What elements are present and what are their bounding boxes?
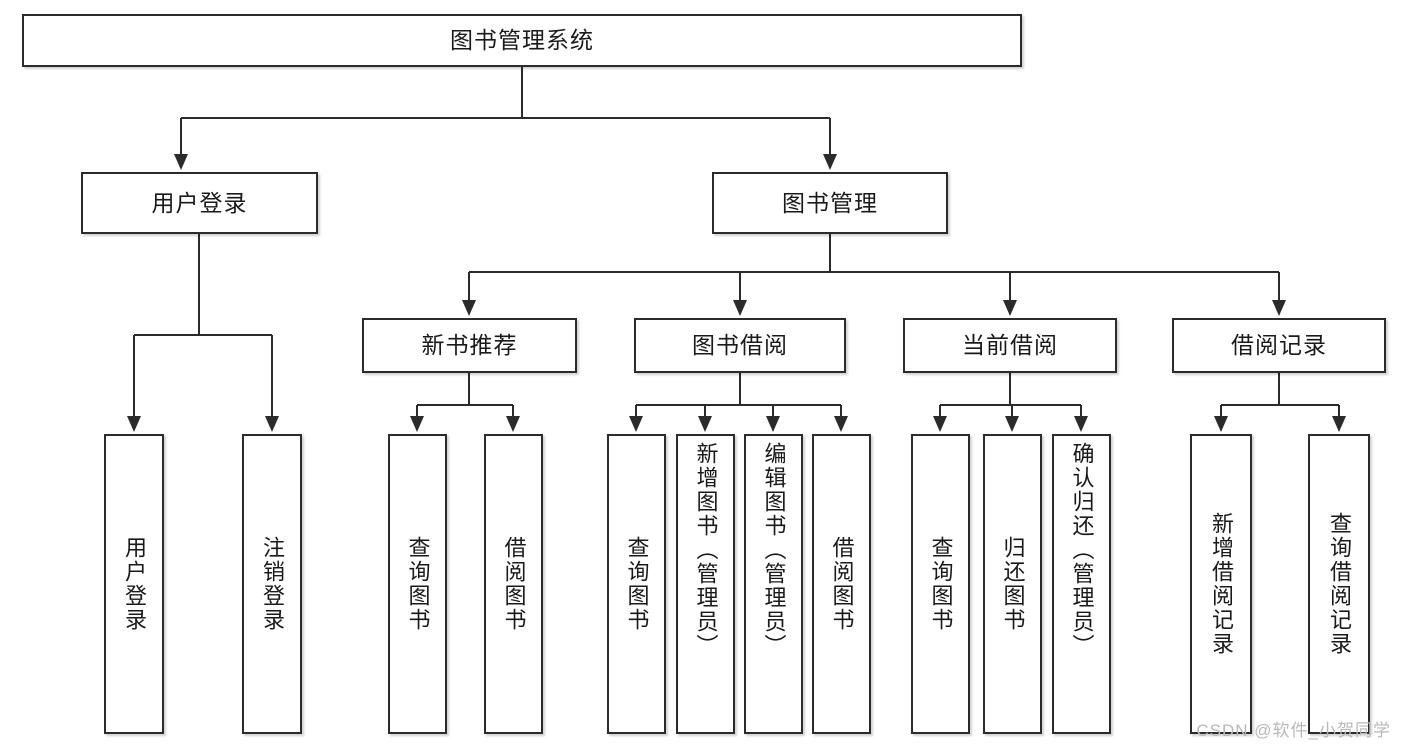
arrowhead [1074,416,1088,432]
arrowhead [174,154,188,170]
node-l2b: 图书借阅 [634,318,846,373]
node-label: 用户登录 [151,189,248,216]
node-leaf6: 新增图书（管理员） [676,434,735,734]
node-leaf7: 编辑图书（管理员） [744,434,803,734]
node-l2d: 借阅记录 [1172,318,1386,373]
arrowhead [1003,300,1017,316]
node-l1a: 用户登录 [81,172,318,234]
node-leaf13: 查询借阅记录 [1308,434,1370,734]
arrowhead [733,300,747,316]
node-label: 图书管理系统 [450,27,594,53]
node-label: 查询借阅记录 [1326,512,1352,656]
node-leaf11: 确认归还（管理员） [1052,434,1111,734]
node-label: 借阅图书 [829,536,855,632]
arrowhead [823,154,837,170]
node-leaf3: 查询图书 [388,434,447,734]
arrowhead [933,416,947,432]
node-l1b: 图书管理 [712,172,948,234]
node-label: 归还图书 [1000,536,1026,632]
node-leaf4: 借阅图书 [484,434,543,734]
arrowhead [506,416,520,432]
node-leaf9: 查询图书 [911,434,970,734]
arrowhead [766,416,780,432]
arrowhead [698,416,712,432]
arrowhead [834,416,848,432]
arrowhead [1332,416,1346,432]
node-label: 新书推荐 [421,332,518,358]
node-leaf8: 借阅图书 [812,434,871,734]
node-label: 图书借阅 [692,332,788,358]
arrowhead [1214,416,1228,432]
node-leaf10: 归还图书 [983,434,1042,734]
node-l2c: 当前借阅 [903,318,1117,373]
arrowhead [127,416,141,432]
arrowhead [410,416,424,432]
node-label: 确认归还（管理员） [1069,442,1095,658]
node-label: 新增借阅记录 [1208,512,1234,656]
node-leaf12: 新增借阅记录 [1190,434,1252,734]
node-label: 注销登录 [259,536,285,632]
node-label: 新增图书（管理员） [693,442,719,658]
node-label: 查询图书 [624,536,650,632]
node-label: 查询图书 [928,536,954,632]
node-label: 查询图书 [405,536,431,632]
node-label: 借阅图书 [501,536,527,632]
node-label: 编辑图书（管理员） [761,442,787,658]
arrowhead [462,300,476,316]
node-l2a: 新书推荐 [362,318,577,373]
node-leaf2: 注销登录 [242,434,302,734]
arrowhead [629,416,643,432]
node-leaf5: 查询图书 [607,434,666,734]
node-label: 用户登录 [121,536,147,632]
node-root: 图书管理系统 [22,14,1022,67]
arrowhead [1272,300,1286,316]
arrowhead [265,416,279,432]
arrowhead [1005,416,1019,432]
node-label: 借阅记录 [1231,332,1327,358]
node-label: 当前借阅 [962,332,1058,358]
node-leaf1: 用户登录 [104,434,164,734]
node-label: 图书管理 [782,189,878,216]
